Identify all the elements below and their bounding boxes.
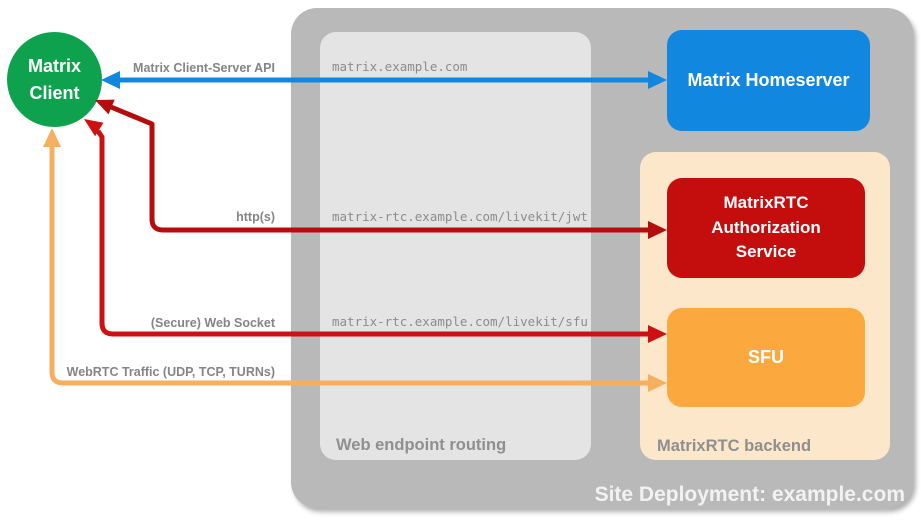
webrtc-traffic-arrow-label: WebRTC Traffic (UDP, TCP, TURNs) [66,365,275,379]
web-endpoint-routing-label: Web endpoint routing [336,436,507,454]
arrowhead-client-icon [84,119,104,137]
matrix-client-node: Matrix Client [7,32,102,127]
matrixrtc-auth-service-label: MatrixRTC Authorization Service [711,193,821,262]
arrowhead-client-icon [95,99,115,115]
matrix-client-label: Matrix Client [27,55,81,103]
matrix-homeserver-label: Matrix Homeserver [687,70,850,90]
route-url-livekit-jwt: matrix-rtc.example.com/livekit/jwt [332,209,588,224]
client-server-api-arrow-label: Matrix Client-Server API [133,61,275,75]
matrixrtc-auth-service-node: MatrixRTC Authorization Service [667,178,865,278]
sfu-label: SFU [748,347,784,367]
matrixrtc-backend-label: MatrixRTC backend [657,437,812,455]
https-arrow-label: http(s) [236,210,275,224]
route-url-homeserver: matrix.example.com [332,59,468,74]
site-deployment-label: Site Deployment: example.com [594,483,905,506]
matrix-homeserver-node: Matrix Homeserver [667,30,870,131]
route-url-livekit-sfu: matrix-rtc.example.com/livekit/sfu [332,314,588,329]
websocket-arrow-label: (Secure) Web Socket [150,316,275,330]
sfu-node: SFU [667,308,865,407]
arrowhead-client-icon [43,128,61,147]
web-endpoint-routing-container [320,32,591,460]
